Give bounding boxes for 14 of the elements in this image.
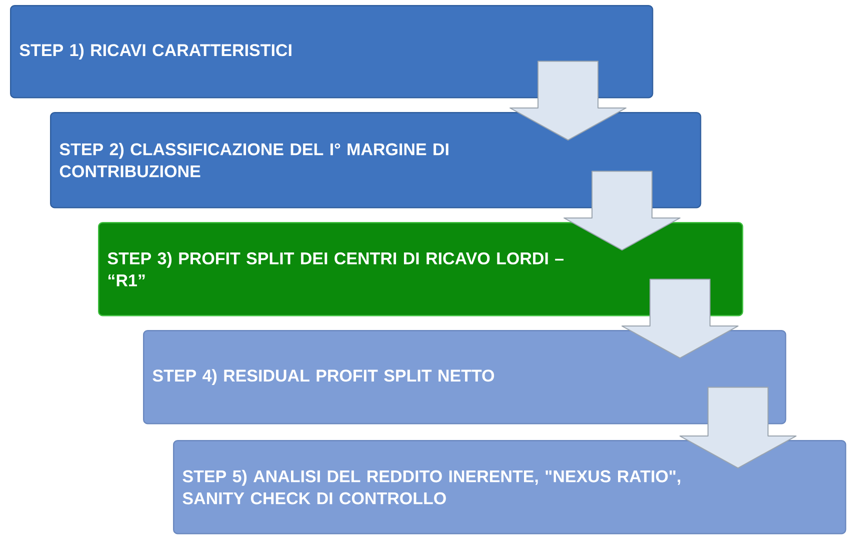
step-box bbox=[98, 222, 744, 316]
block-arrow bbox=[564, 170, 681, 250]
step-box bbox=[50, 112, 702, 208]
step-box bbox=[173, 440, 846, 534]
step-box bbox=[10, 5, 654, 98]
block-arrow bbox=[510, 60, 626, 140]
step-box bbox=[143, 330, 786, 424]
block-arrow bbox=[622, 278, 739, 358]
step-text: STEP 5) ANALISI DEL REDDITO INERENTE, "NEXUS RATIO", SANITY CHECK DI CONTROLLO bbox=[182, 470, 680, 504]
step-text: STEP 1) RICAVI CARATTERISTICI bbox=[20, 44, 292, 60]
step-text: STEP 3) PROFIT SPLIT DEI CENTRI DI RICAVO LORDI – “R1” bbox=[108, 252, 564, 286]
step-text: STEP 2) CLASSIFICAZIONE DEL I° MARGINE DI CONTRIBUZIONE bbox=[60, 142, 448, 178]
step-text: STEP 4) RESIDUAL PROFIT SPLIT NETTO bbox=[152, 369, 494, 386]
block-arrow bbox=[680, 386, 797, 468]
